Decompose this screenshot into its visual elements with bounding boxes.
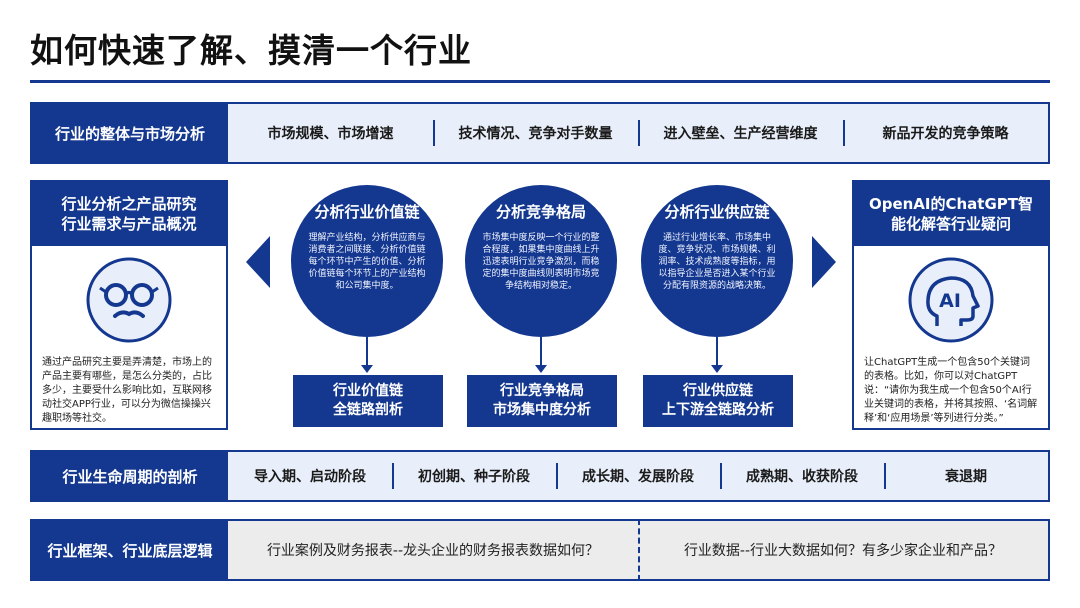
value-chain-box: 行业价值链 全链路剖析: [293, 375, 443, 427]
arrow-left-icon: [246, 236, 270, 288]
down-arrow-icon: [361, 337, 373, 373]
band-item: 技术情况、竞争对手数量: [433, 120, 638, 146]
competition-circle: 分析竞争格局 市场集中度反映一个行业的整合程度，如果集中度曲线上升迅速表明行业竞…: [465, 185, 617, 337]
band-item: 成熟期、收获阶段: [720, 463, 884, 489]
down-arrow-icon: [535, 337, 547, 373]
band-item: 初创期、种子阶段: [392, 463, 556, 489]
competition-box: 行业竞争格局 市场集中度分析: [467, 375, 617, 427]
arrow-right-icon: [812, 236, 836, 288]
band-label: 行业框架、行业底层逻辑: [32, 521, 228, 579]
band-label: 行业的整体与市场分析: [32, 104, 228, 162]
band-item: 进入壁垒、生产经营维度: [638, 120, 843, 146]
panel-heading-line: OpenAI的ChatGPT智: [868, 195, 1034, 213]
down-arrow-icon: [711, 337, 723, 373]
panel-description: 让ChatGPT生成一个包含50个关键词的表格。比如，你可以对ChatGPT说：…: [864, 357, 1038, 424]
box-line: 行业竞争格局: [500, 383, 584, 399]
panel-heading-line: 行业需求与产品概况: [61, 215, 197, 233]
ai-icon-label: AI: [939, 290, 961, 312]
circle-text: 理解产业结构，分析供应商与消费者之间联接、分析价值链每个环节中产生的价值、分析价…: [308, 233, 426, 291]
circle-title: 分析竞争格局: [495, 203, 586, 221]
band-items: 行业案例及财务报表--龙头企业的财务报表数据如何？ 行业数据--行业大数据如何？…: [228, 519, 1048, 581]
panel-description: 通过产品研究主要是弄清楚，市场上的产品主要有哪些，是怎么分类的，占比多少，主要受…: [42, 357, 212, 424]
circle-title: 分析行业供应链: [664, 203, 770, 221]
framework-band: 行业框架、行业底层逻辑 行业案例及财务报表--龙头企业的财务报表数据如何？ 行业…: [30, 519, 1050, 581]
product-research-panel: 行业分析之产品研究 行业需求与产品概况 通过产品研究主要是弄清楚，市场上的产品主…: [30, 180, 228, 430]
band-item: 衰退期: [884, 463, 1048, 489]
band-items: 导入期、启动阶段 初创期、种子阶段 成长期、发展阶段 成熟期、收获阶段 衰退期: [228, 452, 1048, 500]
box-line: 全链路剖析: [333, 402, 403, 418]
panel-heading: 行业分析之产品研究 行业需求与产品概况: [32, 182, 226, 246]
box-line: 市场集中度分析: [493, 402, 591, 418]
band-item: 市场规模、市场增速: [267, 126, 394, 142]
page-title: 如何快速了解、摸清一个行业: [30, 31, 472, 70]
panel-heading-line: 行业分析之产品研究: [61, 195, 197, 213]
band-item: 成长期、发展阶段: [556, 463, 720, 489]
lifecycle-band: 行业生命周期的剖析 导入期、启动阶段 初创期、种子阶段 成长期、发展阶段 成熟期…: [30, 450, 1050, 502]
band-items: 市场规模、市场增速 技术情况、竞争对手数量 进入壁垒、生产经营维度 新品开发的竞…: [228, 104, 1048, 162]
supply-chain-box: 行业供应链 上下游全链路分析: [643, 375, 793, 427]
box-line: 行业供应链: [683, 383, 753, 399]
glasses-mustache-face-icon: [86, 257, 172, 343]
value-chain-circle: 分析行业价值链 理解产业结构，分析供应商与消费者之间联接、分析价值链每个环节中产…: [291, 185, 443, 337]
ai-head-icon: AI: [908, 257, 994, 343]
band-item: 行业案例及财务报表--龙头企业的财务报表数据如何？: [266, 543, 600, 559]
circle-text: 市场集中度反映一个行业的整合程度，如果集中度曲线上升迅速表明行业竞争激烈，而稳定…: [482, 233, 600, 291]
overall-market-band: 行业的整体与市场分析 市场规模、市场增速 技术情况、竞争对手数量 进入壁垒、生产…: [30, 102, 1050, 164]
box-line: 上下游全链路分析: [662, 402, 774, 418]
panel-heading-line: 能化解答行业疑问: [890, 215, 1011, 233]
panel-heading: OpenAI的ChatGPT智 能化解答行业疑问: [854, 182, 1048, 246]
chatgpt-panel: OpenAI的ChatGPT智 能化解答行业疑问 AI 让ChatGPT生成一个…: [852, 180, 1050, 430]
circle-title: 分析行业价值链: [314, 203, 420, 221]
band-label: 行业生命周期的剖析: [32, 452, 228, 500]
supply-chain-circle: 分析行业供应链 通过行业增长率、市场集中度、竞争状况、市场规模、利润率、技术成熟…: [641, 185, 793, 337]
circle-text: 通过行业增长率、市场集中度、竞争状况、市场规模、利润率、技术成熟度等指标，用以指…: [658, 233, 776, 291]
band-item: 导入期、启动阶段: [254, 469, 366, 485]
box-line: 行业价值链: [333, 383, 403, 399]
band-item: 行业数据--行业大数据如何？有多少家企业和产品？: [638, 519, 1048, 581]
title-divider: [30, 80, 1050, 83]
band-item: 新品开发的竞争策略: [843, 120, 1048, 146]
